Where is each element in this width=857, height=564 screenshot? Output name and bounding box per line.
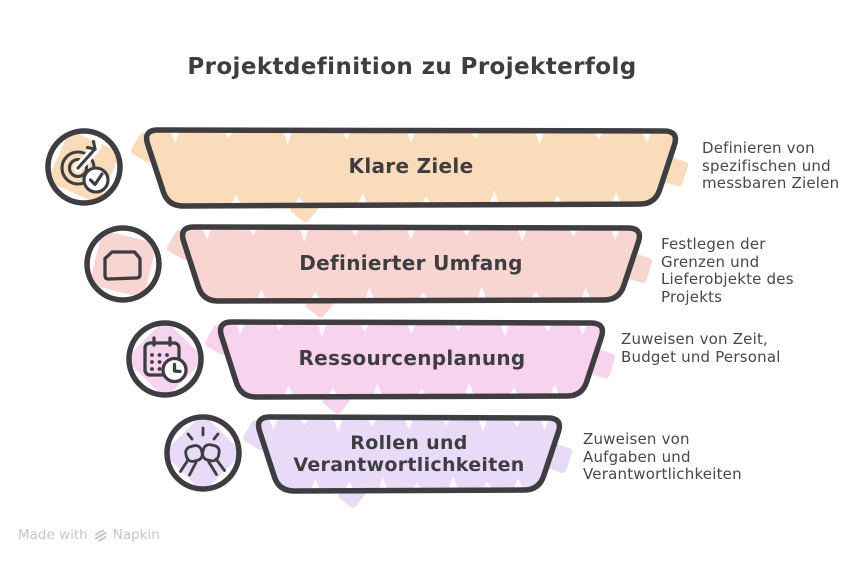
funnel-label-rollen: Rollen und Verantwortlichkeiten xyxy=(293,431,525,476)
funnel-label-definierter-umfang: Definierter Umfang xyxy=(299,251,523,276)
diagram-title: Projektdefinition zu Projekterfolg xyxy=(187,54,637,80)
funnel-description-1: Definieren von spezifischen und messbare… xyxy=(702,139,840,193)
funnel-label-klare-ziele: Klare Ziele xyxy=(348,154,474,179)
fistbump-icon xyxy=(164,414,242,492)
napkin-brand-text: Napkin xyxy=(112,527,160,543)
calendar-clock-icon xyxy=(126,320,204,398)
funnel-bar-1 xyxy=(131,127,689,223)
made-with-text: Made with xyxy=(18,527,88,543)
funnel-bar-2 xyxy=(167,224,653,318)
napkin-logo-icon xyxy=(94,529,107,542)
funnel-bar-4 xyxy=(243,414,573,508)
funnel-label-ressourcenplanung: Ressourcenplanung xyxy=(298,346,526,371)
funnel-description-4: Zuweisen von Aufgaben und Verantwortlich… xyxy=(583,430,742,484)
made-with-napkin: Made with Napkin xyxy=(18,527,160,543)
scope-boundary-icon xyxy=(84,225,162,303)
target-check-icon xyxy=(45,128,123,206)
funnel-bar-3 xyxy=(205,319,616,414)
funnel-description-2: Festlegen der Grenzen und Lieferobjekte … xyxy=(661,235,794,306)
funnel-description-3: Zuweisen von Zeit, Budget und Personal xyxy=(621,330,781,366)
